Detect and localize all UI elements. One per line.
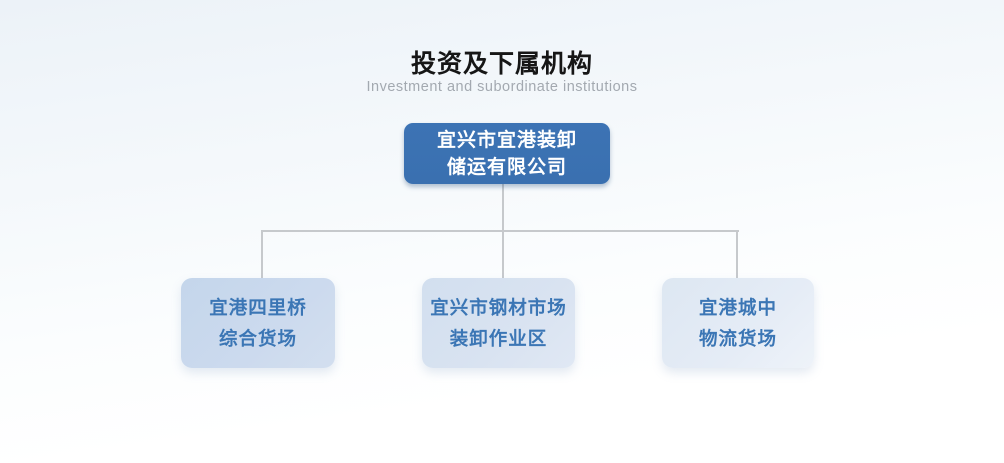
org-node-root-line2: 储运有限公司 — [446, 156, 567, 178]
org-node-root-line1: 宜兴市宜港装卸 — [436, 129, 577, 151]
page-subtitle: Investment and subordinate institutions — [366, 79, 638, 95]
org-node-child-2-line1: 宜兴市钢材市场 — [430, 297, 567, 318]
org-node-child-silibridge-yard: 宜港四里桥 综合货场 — [181, 278, 335, 368]
page-title: 投资及下属机构 — [410, 50, 593, 78]
org-node-child-3-line1: 宜港城中 — [698, 297, 777, 318]
org-node-child-citycenter-logistics-yard: 宜港城中 物流货场 — [662, 278, 814, 368]
org-node-child-3-line2: 物流货场 — [698, 328, 777, 349]
org-node-child-steel-market-area: 宜兴市钢材市场 装卸作业区 — [422, 278, 575, 368]
connector-horizontal-rail — [261, 230, 739, 232]
connector-right-drop-line — [736, 230, 738, 278]
org-node-child-2-line2: 装卸作业区 — [449, 328, 548, 349]
org-node-root: 宜兴市宜港装卸 储运有限公司 — [404, 123, 610, 184]
org-node-child-1-line1: 宜港四里桥 — [209, 297, 307, 318]
connector-left-drop-line — [261, 230, 263, 278]
org-node-child-1-line2: 综合货场 — [218, 328, 297, 349]
